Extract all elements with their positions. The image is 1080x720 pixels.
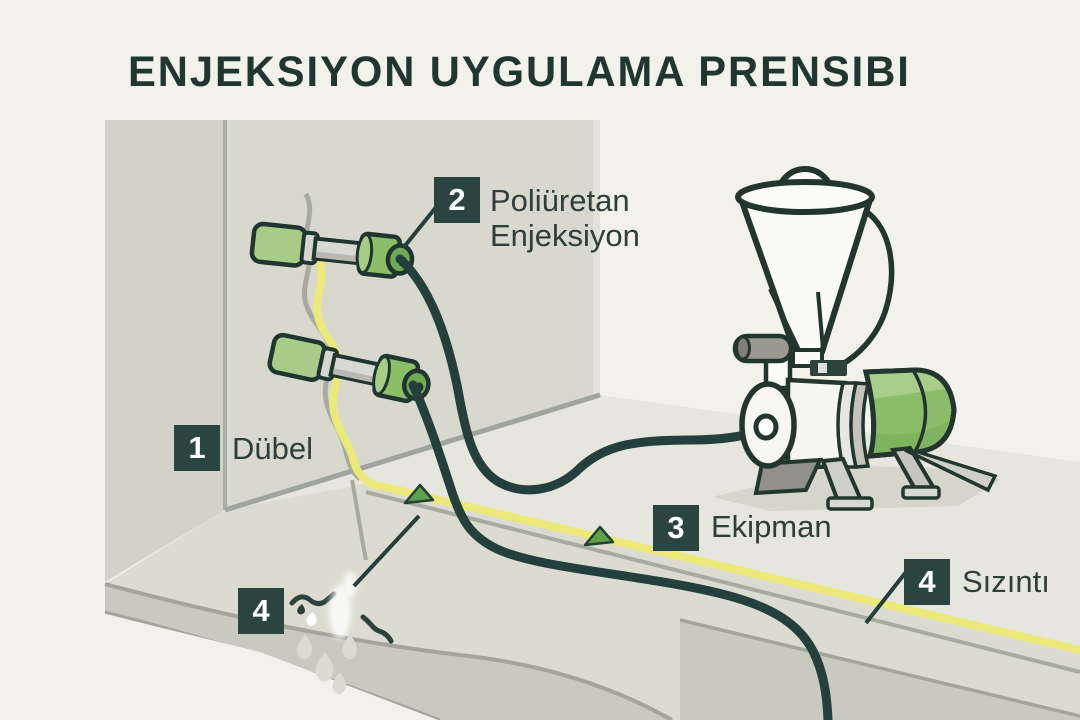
badge-number: 2 [448, 182, 466, 217]
leader-line-enjeksiyon [402, 204, 439, 249]
badge-number: 1 [188, 430, 206, 465]
pump-handle [732, 333, 794, 391]
injection-seal-2 [583, 525, 615, 547]
motor-highlight [868, 372, 945, 399]
rear-foot [901, 485, 941, 500]
callout-badge-enjeksiyon: 2 [434, 177, 480, 223]
cutaway-void [105, 614, 438, 720]
injection-pump-equipment [732, 166, 998, 511]
badge-number: 3 [667, 510, 685, 545]
leader-line-sizinti [864, 570, 908, 625]
front-foot [826, 496, 874, 511]
injection-seal-1 [403, 483, 435, 505]
wall-left [105, 120, 225, 582]
wall-edge-highlight [593, 120, 600, 395]
callout-badge-leak-left: 4 [238, 588, 284, 634]
leak-out-cracks [289, 591, 394, 644]
leader-line-leak-left [352, 514, 421, 588]
callout-label-enjeksiyon: Poliüretan Enjeksiyon [490, 183, 640, 253]
callout-badge-sizinti: 4 [904, 559, 950, 605]
injection-packer-1 [249, 221, 415, 279]
wall-floor-junction [224, 392, 601, 513]
label-line-1: Poliüretan [490, 183, 630, 218]
funnel-handle [839, 207, 895, 368]
wall-main [223, 120, 600, 510]
callout-label-ekipman: Ekipman [711, 509, 832, 544]
page-title: ENJEKSIYON UYGULAMA PRENSIBI [128, 48, 911, 96]
pump-front-disc [739, 381, 797, 469]
slab-edge-right [679, 618, 1080, 720]
slab-edge-left [104, 582, 673, 720]
injection-packer-2 [267, 332, 431, 404]
pump-legs [753, 445, 998, 511]
injection-hose-1 [395, 254, 763, 495]
water-droplets [297, 634, 358, 694]
water-mist [329, 572, 357, 639]
funnel-hopper [735, 166, 895, 376]
badge-number: 4 [252, 593, 270, 628]
hopper-clamp [810, 360, 847, 376]
callout-label-sizinti: Sızıntı [962, 564, 1050, 599]
hose-hub [753, 413, 779, 441]
label-line-2: Enjeksiyon [490, 218, 640, 253]
pump-body [785, 367, 957, 471]
callout-label-dubel: Dübel [232, 431, 313, 466]
leak-line [313, 258, 1080, 654]
injection-hose-2 [408, 380, 833, 720]
callout-badge-dubel: 1 [174, 425, 220, 471]
badge-number: 4 [918, 564, 936, 599]
floor-crack [365, 490, 1080, 674]
callout-badge-ekipman: 3 [653, 505, 699, 551]
